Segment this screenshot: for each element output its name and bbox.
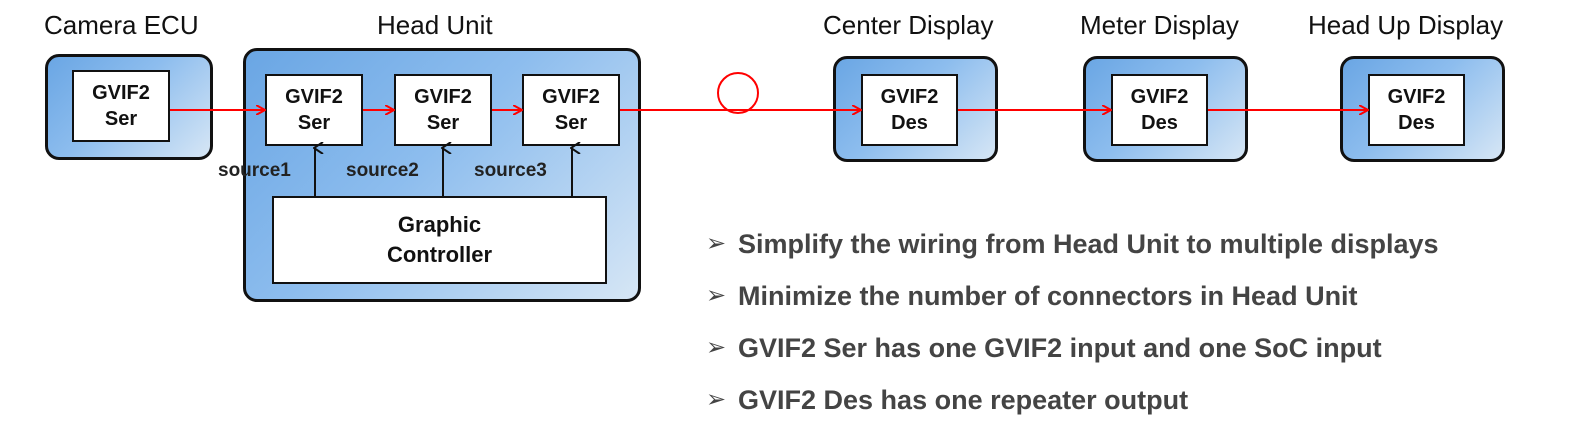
chevron-right-icon: ➢ [706,386,727,413]
chip-line1: GVIF2 [542,86,600,108]
note-text: GVIF2 Des has one repeater output [738,385,1189,415]
camera-ecu-ser-chip: GVIF2 Ser [72,70,170,142]
head-unit-ser-chip-2: GVIF2 Ser [394,74,492,146]
source1-label: source1 [218,160,291,181]
feature-notes-list: ➢ Simplify the wiring from Head Unit to m… [706,218,1439,426]
meter-display-des-chip: GVIF2 Des [1111,74,1208,146]
graphic-controller-box: Graphic Controller [272,196,607,284]
source2-label: source2 [346,160,419,181]
chip-line2: Ser [554,112,588,134]
source3-label: source3 [474,160,547,181]
chevron-right-icon: ➢ [706,334,727,361]
chip-line2: Ser [104,108,138,130]
chevron-right-icon: ➢ [706,282,727,309]
head-up-display-des-chip: GVIF2 Des [1368,74,1465,146]
chip-line2: Ser [426,112,460,134]
controller-line2: Controller [386,242,493,267]
connector-circle-marker [717,72,759,114]
head-unit-ser-chip-1: GVIF2 Ser [265,74,363,146]
note-item: ➢ GVIF2 Ser has one GVIF2 input and one S… [706,322,1439,374]
chevron-right-icon: ➢ [706,230,727,257]
chip-line2: Des [891,112,928,134]
chip-line1: GVIF2 [1130,86,1189,108]
controller-line1: Graphic [397,212,482,237]
note-item: ➢ Simplify the wiring from Head Unit to m… [706,218,1439,270]
note-item: ➢ GVIF2 Des has one repeater output [706,374,1439,426]
chip-line2: Des [1141,112,1178,134]
head-up-display-title: Head Up Display [1308,10,1504,40]
chip-line2: Des [1398,112,1435,134]
chip-line1: GVIF2 [414,86,472,108]
note-text: GVIF2 Ser has one GVIF2 input and one So… [738,333,1382,363]
chip-line1: GVIF2 [1387,86,1446,108]
center-display-des-chip: GVIF2 Des [861,74,958,146]
chip-line1: GVIF2 [880,86,939,108]
camera-ecu-title: Camera ECU [44,10,199,40]
chip-line1: GVIF2 [92,82,150,104]
meter-display-title: Meter Display [1080,10,1239,40]
center-display-title: Center Display [823,10,994,40]
chip-line2: Ser [297,112,331,134]
chip-line1: GVIF2 [285,86,343,108]
note-item: ➢ Minimize the number of connectors in He… [706,270,1439,322]
note-text: Minimize the number of connectors in Hea… [738,281,1358,311]
note-text: Simplify the wiring from Head Unit to mu… [738,229,1439,259]
head-unit-title: Head Unit [377,10,493,40]
